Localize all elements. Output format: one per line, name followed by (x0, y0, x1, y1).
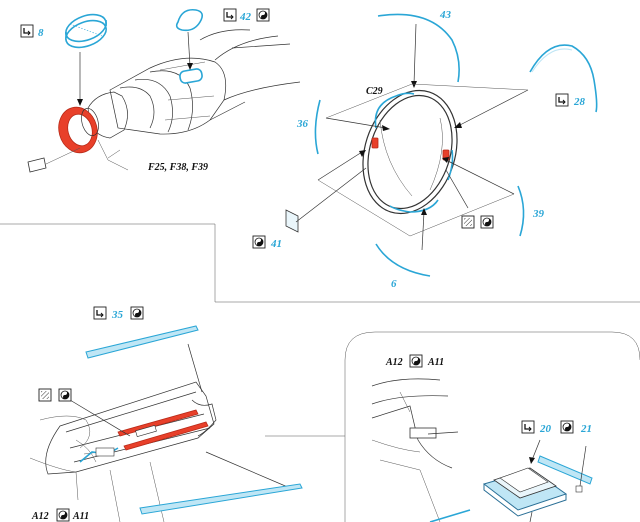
yin-yang-icon (132, 308, 142, 318)
part-number-28: 28 (573, 96, 586, 108)
callout-material-ring (461, 215, 494, 229)
photo-etch-bracket-part-21 (537, 455, 593, 485)
nozzle-slot-target (179, 68, 203, 84)
part-number-43: 43 (439, 9, 452, 21)
photo-etch-arc-part-36 (314, 99, 321, 155)
cockpit-sill-assembly (29, 325, 303, 522)
callout-a12-a11-top: A12 A11 (385, 354, 444, 368)
callout-part-35: 35 (93, 306, 144, 321)
photo-etch-strip-part-35 (85, 325, 199, 359)
panel-frames (0, 223, 640, 522)
detail-inset (371, 378, 593, 522)
photo-etch-loop-part-42 (175, 8, 204, 32)
part-label-a11: A11 (427, 357, 444, 368)
part-label-a11: A11 (72, 511, 89, 522)
red-highlight-ring (58, 106, 99, 154)
callout-part-41: 41 (252, 235, 282, 250)
yin-yang-icon (411, 356, 421, 366)
photo-etch-arc-part-39 (517, 185, 525, 237)
engine-nozzle-assembly (27, 8, 301, 173)
yin-yang-icon (482, 217, 492, 227)
part-number-42: 42 (239, 11, 252, 23)
part-number-21: 21 (580, 423, 592, 435)
callout-part-8: 8 (20, 24, 44, 39)
part-number-35: 35 (111, 309, 124, 321)
part-number-6: 6 (391, 278, 397, 290)
part-number-8: 8 (38, 27, 44, 39)
photo-etch-arc-part-43 (377, 13, 460, 83)
part-number-20: 20 (539, 423, 552, 435)
photo-etch-box-part-20 (482, 467, 568, 517)
photo-etch-plate-part-41 (285, 209, 299, 233)
nozzle-body (87, 29, 301, 171)
callout-part-42: 42 (223, 8, 270, 23)
yin-yang-icon (254, 237, 264, 247)
part-number-39: 39 (532, 208, 545, 220)
ring-assembly (285, 13, 598, 277)
photo-etch-ring-part-8 (65, 13, 107, 49)
callout-a12-a11-bottom: A12 A11 (31, 508, 89, 522)
part-label-c29: C29 (366, 86, 383, 97)
photo-etch-strip-bottom (139, 483, 303, 515)
part-label-a12: A12 (385, 357, 403, 368)
callout-material-sill (38, 388, 72, 402)
part-number-41: 41 (270, 238, 282, 250)
ring-c29 (362, 89, 458, 215)
yin-yang-icon (58, 510, 68, 520)
hatched-material-icon (41, 391, 49, 399)
part-number-36: 36 (296, 118, 309, 130)
flat-part-icon (27, 147, 81, 173)
yin-yang-icon (258, 10, 268, 20)
callout-part-20-21: 20 21 (521, 420, 592, 435)
parts-reference-f: F25, F38, F39 (147, 162, 208, 173)
photo-etch-arc-part-6 (375, 243, 431, 277)
part-label-a12: A12 (31, 511, 49, 522)
callout-part-28: 28 (555, 93, 586, 108)
photo-etch-arc-part-28 (529, 44, 598, 113)
hatched-material-icon (464, 218, 472, 226)
yin-yang-icon (60, 390, 70, 400)
yin-yang-icon (562, 422, 572, 432)
